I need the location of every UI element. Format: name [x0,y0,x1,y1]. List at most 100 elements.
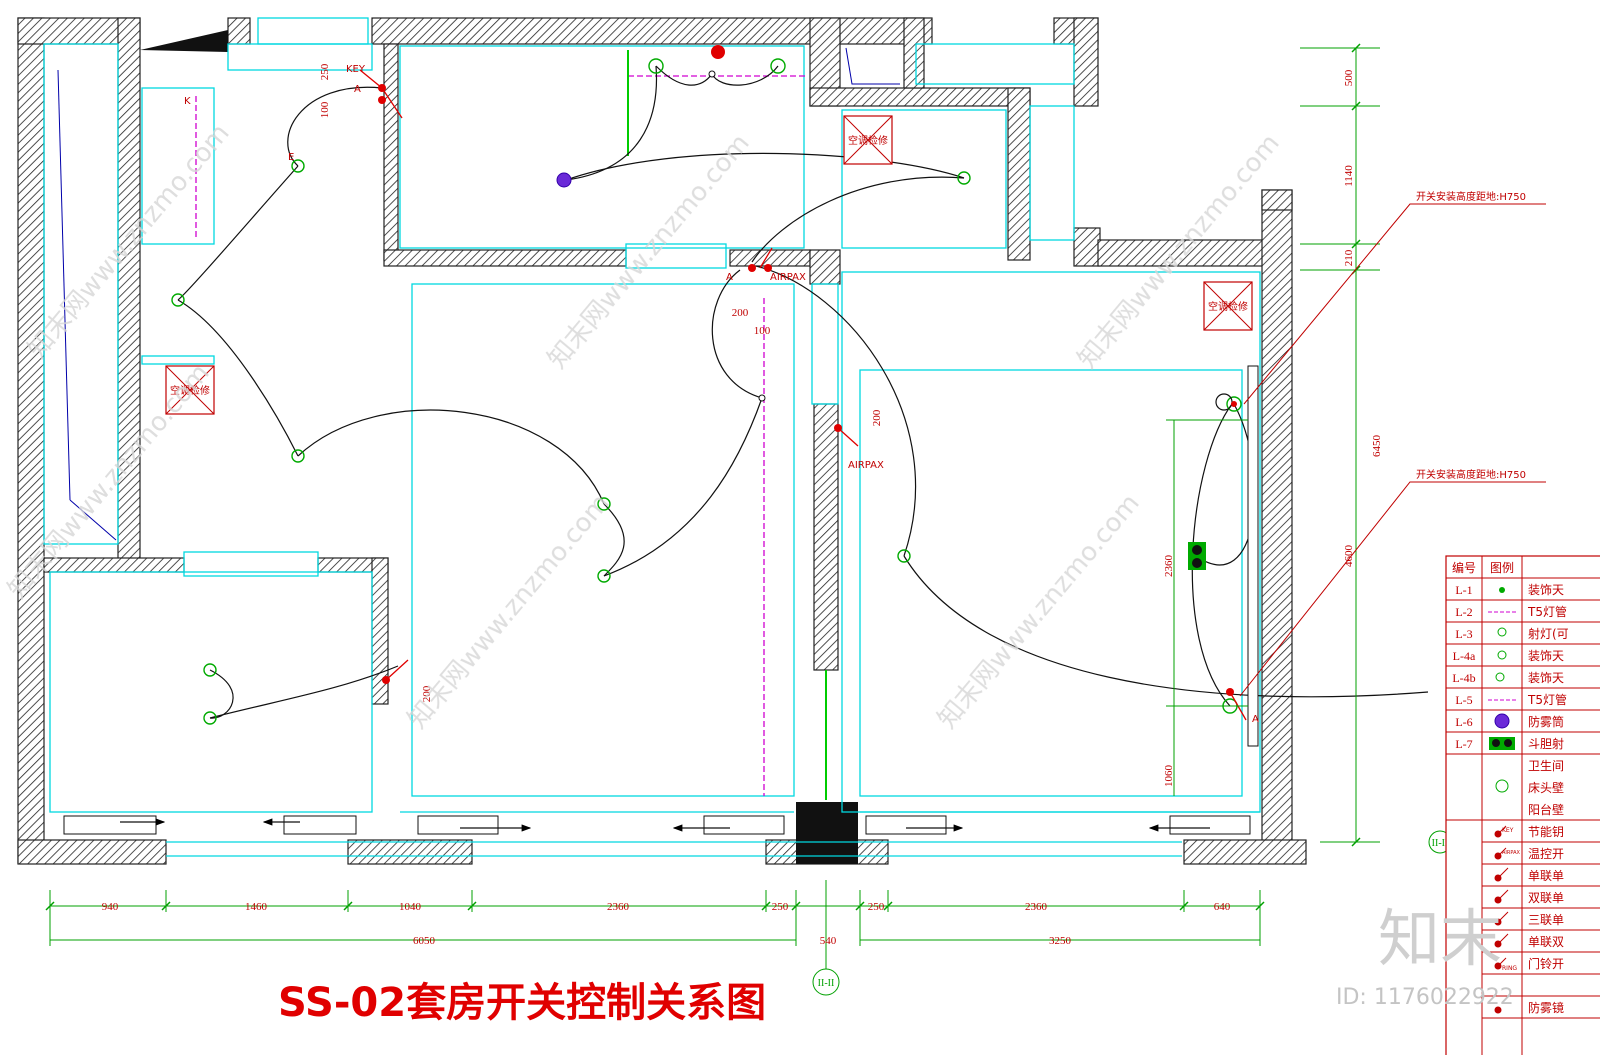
light-fixture [203,711,217,725]
switch-height-note: 开关安装高度距地:H750 [1416,190,1526,203]
wall-right-outer-a [1097,239,1269,267]
k-mark: K [184,96,191,107]
watermark-logo: 知末 [1378,902,1502,975]
legend-code: L-4b [1452,671,1475,685]
wall-bath-left [383,43,399,261]
light-fixture [1226,396,1242,412]
watermark-id: ID: 1176022922 [1336,985,1514,1010]
light-fixture [203,663,217,677]
axis-marker: II-II [812,968,840,996]
legend-desc: 单联双 [1528,935,1564,949]
airpax-label: AIRPAX [770,272,806,283]
dim-label: 1460 [245,901,268,913]
legend-switch-icons [1494,825,1509,1014]
dim-label: 200 [732,307,749,319]
wall-sitting-top-a [43,557,185,573]
walls [17,17,1307,865]
legend-desc: 门铃开 [1528,956,1564,971]
legend-desc: 温控开 [1528,847,1564,861]
legend-symbol-icon [1495,672,1505,682]
dim-label: 250 [868,901,885,913]
legend-desc: 三联单 [1528,913,1564,927]
legend-code: L-7 [1455,737,1472,751]
wall-bottom-a [17,839,167,865]
legend-tag: KEY [1502,827,1514,834]
legend-desc: T5灯管 [1527,604,1567,619]
wall-right-outer-top [1073,227,1101,267]
dim-label: 250 [772,901,789,913]
legend-desc: 射灯(可 [1528,626,1569,641]
dim-label: 3250 [1049,935,1072,947]
dim-label: 100 [754,325,771,337]
dimension-lines [49,47,1380,970]
legend-desc: 阳台壁 [1528,802,1564,817]
legend-code: L-6 [1455,715,1472,729]
legend-symbol-icon [1494,713,1510,729]
svg-text:II-II: II-II [818,978,835,989]
ceiling-outlines [43,17,1261,857]
legend-desc: 双联单 [1528,891,1564,905]
svg-text:知末网www.znzmo.com: 知末网www.znzmo.com [932,488,1145,734]
legend-desc: 防雾筒 [1528,714,1564,729]
light-fixture [171,293,185,307]
dim-label: 2360 [1163,555,1175,578]
fixtures [171,58,1242,725]
legend-desc: 卫生间 [1528,759,1564,773]
legend-table: 编号 图例 L-1 L-2 L-3 L-4a L-4b L-5 L-6 L-7 … [1445,555,1600,1055]
mirror-bar [1247,365,1259,747]
e-mark: E [288,152,294,163]
dim-label: 1040 [399,901,422,913]
stair-wedge [140,30,228,52]
svg-text:II-II: II-II [1432,838,1449,849]
dim-label: 500 [1343,69,1355,86]
a-mark: A [354,84,361,95]
light-fixture [291,159,305,173]
legend-symbol-icon [1495,779,1509,793]
ac-access-box: 空调检修 [843,115,893,165]
legend-code: L-3 [1455,627,1472,641]
legend-desc: 装饰天 [1528,649,1564,663]
dim-label: 540 [820,935,837,947]
switch-height-note: 开关安装高度距地:H750 [1416,468,1526,481]
legend-code: L-4a [1453,649,1476,663]
light-fixture [597,497,611,511]
key-label: KEY [346,64,366,75]
fan-coil-units [63,815,1251,835]
dim-label: 2360 [1025,901,1048,913]
airflow-arrows [120,818,1210,832]
page-title: SS-02套房开关控制关系图 [278,980,766,1026]
legend-desc: 防雾镜 [1528,1000,1564,1015]
legend-desc: T5灯管 [1527,692,1567,707]
wall-left-outer [17,17,45,864]
dim-label: 940 [102,901,119,913]
left-col-diagonal [57,69,71,501]
column-black [796,802,858,864]
light-fixture [957,171,971,185]
wall-top-mid [371,17,933,45]
svg-text:空调检修: 空调检修 [848,134,888,147]
legend-desc: 单联单 [1528,869,1564,883]
ac-access-box: 空调检修 [165,365,215,415]
dim-label: 2360 [607,901,630,913]
dim-label: 4600 [1343,545,1355,568]
dim-label: 200 [421,685,433,702]
svg-text:空调检修: 空调检修 [170,384,210,397]
legend-desc: 装饰天 [1528,671,1564,685]
wall-closet-block [903,17,925,89]
wall-light [1215,393,1233,411]
dim-label: 640 [1214,901,1231,913]
airpax-label: AIRPAX [848,460,884,471]
svg-text:空调检修: 空调检修 [1208,300,1248,313]
legend-code: L-2 [1455,605,1472,619]
wall-bottom-b [347,839,473,865]
light-fixture [291,449,305,463]
wall-right-outer [1261,189,1293,851]
light-fixture [897,549,911,563]
legend-desc: 斗胆射 [1528,736,1564,751]
wall-bath-right-top [809,87,1031,107]
ac-access-box: 空调检修 [1203,281,1253,331]
watermark-diagonal: 知末网www.znzmo.com 知末网www.znzmo.com 知末网www… [2,118,1285,734]
wall-right-vertical-a [1007,87,1031,261]
t5-lines [195,75,808,796]
legend-header-code: 编号 [1452,560,1476,575]
